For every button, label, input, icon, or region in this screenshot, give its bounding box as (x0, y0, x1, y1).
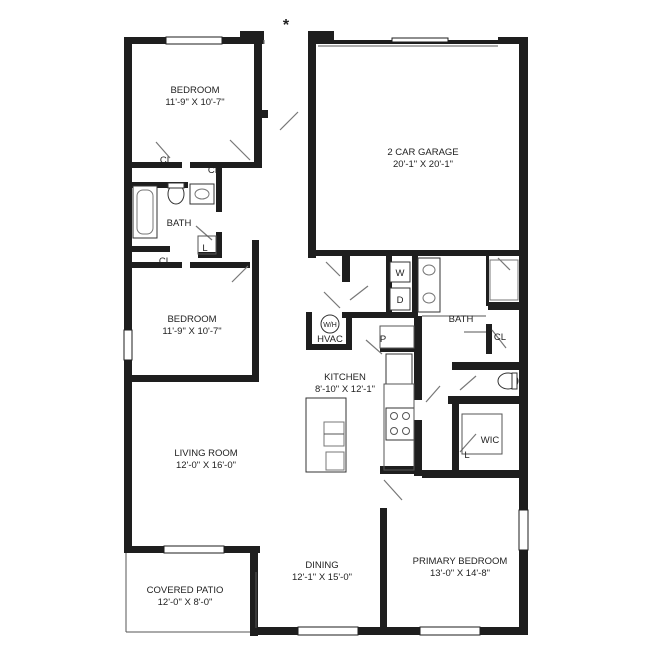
room-dims-dining: 12'-1" X 15'-0" (292, 572, 352, 583)
room-name-bath-left: BATH (167, 218, 192, 229)
entry-marker: * (283, 17, 290, 34)
label-cl-mid: CL (159, 256, 171, 267)
water-heater (320, 314, 340, 334)
label-cl-right: CL (494, 332, 506, 343)
label-dryer: D (397, 295, 404, 306)
sink (189, 183, 215, 205)
room-name-kitchen: KITCHEN (324, 372, 366, 383)
room-name-living: LIVING ROOM (174, 448, 237, 459)
label-linen: L (202, 243, 207, 254)
room-name-patio: COVERED PATIO (147, 585, 224, 596)
room-name-bedroom-mid: BEDROOM (167, 314, 216, 325)
label-cl-top-a: CL (160, 155, 172, 166)
room-name-wic: WIC (481, 435, 500, 446)
room-name-garage: 2 CAR GARAGE (387, 147, 458, 158)
room-dims-living: 12'-0" X 16'-0" (176, 460, 236, 471)
room-dims-garage: 20'-1" X 20'-1" (393, 159, 453, 170)
room-dims-bedroom-top: 11'-9" X 10'-7" (165, 97, 224, 108)
room-name-primary: PRIMARY BEDROOM (413, 556, 508, 567)
room-name-dining: DINING (305, 560, 338, 571)
label-cl-top-b: CL (208, 165, 220, 176)
room-dims-bedroom-mid: 11'-9" X 10'-7" (162, 326, 221, 337)
labels: * BEDROOM 11'-9" X 10'-7" 2 CAR GARAGE 2… (147, 17, 508, 608)
refrigerator (385, 353, 413, 385)
washer (389, 261, 411, 283)
room-dims-kitchen: 8'-10" X 12'-1" (315, 384, 375, 395)
label-water-heater: W/H (323, 322, 337, 329)
windows (123, 36, 529, 636)
label-wic-linen: L (464, 450, 469, 461)
label-pantry: P (380, 334, 386, 345)
range (385, 407, 415, 441)
room-name-bedroom-top: BEDROOM (170, 85, 219, 96)
fixtures (132, 45, 519, 473)
label-hvac: HVAC (317, 334, 343, 345)
dryer (389, 287, 411, 311)
label-washer: W (396, 268, 405, 279)
room-dims-primary: 13'-0" X 14'-8" (430, 568, 490, 579)
room-name-bath-right: BATH (449, 314, 474, 325)
room-dims-patio: 12'-0" X 8'-0" (158, 597, 213, 608)
